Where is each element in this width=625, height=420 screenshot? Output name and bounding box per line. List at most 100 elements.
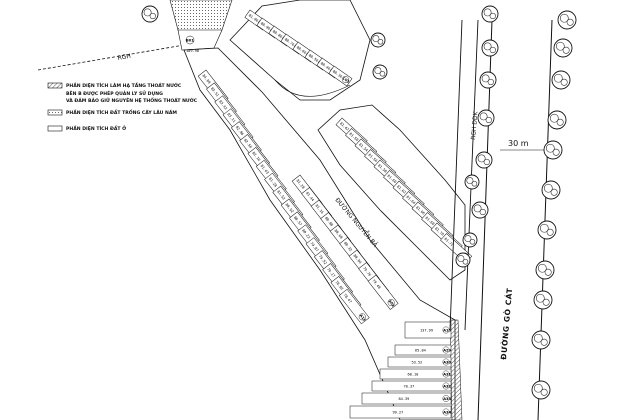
legend-perennial-label: PHẦN DIỆN TÍCH ĐẤT TRỒNG CÂY LÂU NĂM (66, 107, 177, 116)
lot-area: 81.62 (396, 184, 407, 194)
lot-area: 81.58 (377, 163, 388, 173)
lot-area: 83.11 (226, 112, 236, 123)
lot-area: 80.04 (352, 254, 362, 265)
lots-middle-group: A0981.28A0881.44A0781.16A0680.88A0580.60… (291, 174, 399, 310)
lot-area: 80.92 (284, 203, 294, 214)
lot-id: A33 (443, 397, 451, 401)
lots-top-group: C0881.06C0780.96C0680.86C0580.76C0480.66… (244, 9, 353, 87)
legend: PHẦN DIỆN TÍCH LÀM HẠ TẦNG THOÁT NƯỚC BÊ… (47, 80, 198, 132)
legend-swatch-perennial (47, 109, 63, 116)
lot-a01: A01 79.48 (367, 274, 399, 310)
lot-area: 80.86 (272, 29, 283, 38)
lot-area: 70.37 (404, 384, 415, 388)
lot-area: 80.36 (332, 69, 343, 78)
lot-area: 81.54 (358, 142, 369, 152)
tree-icon (557, 10, 577, 30)
lot-area: 81.44 (305, 191, 315, 202)
lot-area: 79.76 (362, 266, 372, 277)
lot-area: 82.86 (235, 125, 245, 136)
tree-icon (543, 140, 563, 160)
lot-area: 79.17 (326, 267, 336, 278)
lots-left-group: A2884.09A2783.51A2683.42A2583.11A2482.86… (197, 69, 370, 325)
lot-id: A31 (443, 372, 451, 376)
lot-area: 137.99 (420, 328, 433, 332)
drainage-strip (449, 319, 463, 420)
lots-bottom-group: A10137.99A2965.84A3053.52A3168.10A3270.3… (349, 321, 451, 419)
lot-area: 68.10 (408, 372, 419, 376)
legend-drainage-line-1: PHẦN DIỆN TÍCH LÀM HẠ TẦNG THOÁT NƯỚC (66, 80, 182, 89)
tree-icon (471, 201, 489, 219)
lot-area: 81.63 (260, 164, 270, 175)
lot-area: 81.66 (415, 205, 426, 215)
lot-area: 84.09 (201, 74, 211, 85)
lot-a31: A31 68.10 (379, 368, 451, 380)
block-top (229, 0, 371, 101)
tree-icon (464, 174, 480, 190)
tree-icon (479, 71, 497, 89)
tree-icon (541, 180, 561, 200)
lot-a34: A34 99.27 (349, 405, 451, 419)
lot-area: 65.84 (415, 348, 426, 352)
lot-area: 80.96 (260, 21, 271, 30)
legend-drainage-line-3: VÀ ĐẢM BẢO GIỮ NGUYÊN HỆ THỐNG THOÁT NƯỚ… (66, 96, 198, 104)
lot-area: 53.52 (412, 360, 423, 364)
lot-area: 80.56 (308, 53, 319, 62)
lot-area: 83.42 (218, 99, 228, 110)
lot-area: 81.72 (443, 237, 454, 247)
lot-area: 79.48 (371, 279, 381, 290)
legend-swatch-drainage (47, 82, 63, 89)
lot-area: 82.56 (243, 138, 253, 149)
lot-a11: A11 78.47 (338, 288, 370, 325)
legend-swatch-residential (47, 125, 63, 132)
lots-b-group: B1381.42B1281.50B1181.54B1081.56B0981.58… (335, 117, 473, 264)
lot-area: 99.27 (393, 410, 404, 414)
legend-drainage-line-2: BÊN B ĐƯỢC PHÉP QUẢN LÝ SỬ DỤNG (66, 89, 163, 97)
lot-area: 82.16 (251, 151, 261, 162)
lot-area: 79.52 (318, 254, 328, 265)
lot-top-id: B01 (186, 39, 194, 43)
lot-area: 81.06 (248, 13, 259, 22)
legend-residential-label: PHẦN DIỆN TÍCH ĐẤT Ở (66, 123, 126, 132)
tree-icon (551, 70, 571, 90)
lot-id: A32 (443, 384, 451, 388)
road-width-label: 30 m (508, 139, 529, 148)
lot-area: 79.87 (309, 241, 319, 252)
lot-area: 80.60 (333, 229, 343, 240)
lot-area: 80.66 (296, 45, 307, 54)
lot-id: A01 (388, 299, 396, 308)
tree-icon (455, 252, 471, 268)
lot-area: 81.16 (314, 204, 324, 215)
lot-area: 81.42 (339, 121, 350, 131)
lot-area: 81.52 (276, 190, 286, 201)
tree-icon (370, 32, 386, 48)
tree-icon (477, 109, 495, 127)
lot-area: 81.60 (386, 174, 397, 184)
lot-a32: A32 70.37 (371, 380, 451, 392)
lot-area: 84.39 (399, 397, 410, 401)
lot-area: 80.32 (343, 241, 353, 252)
lot-area: 78.47 (343, 293, 353, 304)
tree-icon (535, 260, 555, 280)
tree-icon (141, 5, 159, 23)
lot-area: 81.70 (434, 226, 445, 236)
lot-area: 81.50 (348, 132, 359, 142)
road-label-rgh: RGH (117, 53, 131, 62)
lot-area: 80.88 (324, 216, 334, 227)
tree-icon (547, 110, 567, 130)
lot-area: 80.46 (320, 61, 331, 70)
lot-b01: B01 109.98 (177, 29, 223, 53)
lot-id: A29 (443, 348, 451, 352)
tree-icon (372, 64, 388, 80)
tree-icon (531, 330, 551, 350)
lot-id: C01 (342, 76, 351, 84)
road-boundary-top: RGH (37, 43, 191, 71)
tree-icon (537, 220, 557, 240)
lot-id: A11 (359, 314, 367, 323)
street-go-cat-label: ĐƯỜNG GÒ CÁT (499, 287, 514, 360)
lot-id: A34 (443, 410, 451, 414)
lot-area: 83.51 (210, 87, 220, 98)
lot-area: 80.22 (301, 228, 311, 239)
